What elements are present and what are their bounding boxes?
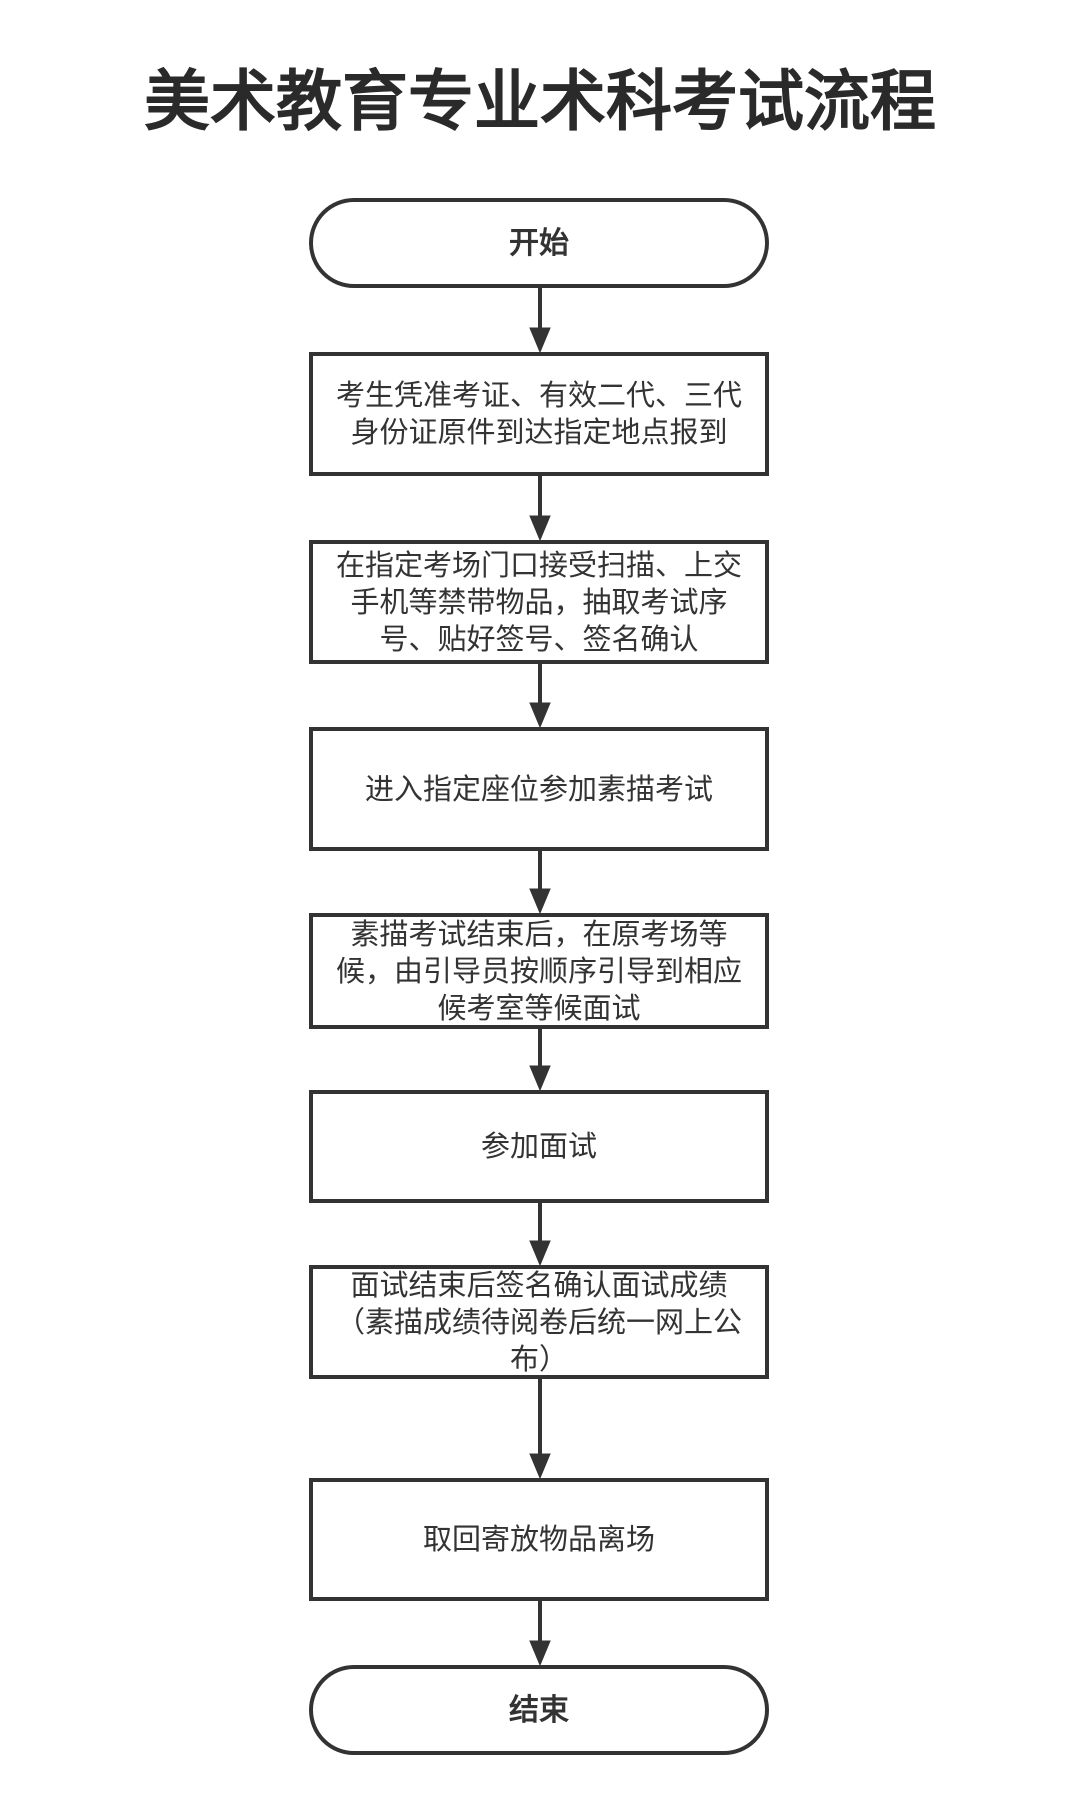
step-wait-interview: 素描考试结束后，在原考场等候，由引导员按顺序引导到相应候考室等候面试 <box>309 913 769 1029</box>
arrow-head-icon <box>529 888 551 915</box>
step-leave: 取回寄放物品离场 <box>309 1478 769 1601</box>
arrow-head-icon <box>529 515 551 542</box>
arrow-head-icon <box>529 702 551 729</box>
arrow-head-icon <box>529 1640 551 1667</box>
start-node: 开始 <box>309 198 769 288</box>
end-node: 结束 <box>309 1665 769 1755</box>
arrow-head-icon <box>529 327 551 354</box>
step-interview: 参加面试 <box>309 1090 769 1203</box>
arrow-head-icon <box>529 1065 551 1092</box>
arrow-head-icon <box>529 1240 551 1267</box>
step-confirm-score: 面试结束后签名确认面试成绩（素描成绩待阅卷后统一网上公布） <box>309 1265 769 1379</box>
page-title: 美术教育专业术科考试流程 <box>144 63 936 140</box>
arrow-head-icon <box>529 1453 551 1480</box>
step-check-in: 考生凭准考证、有效二代、三代身份证原件到达指定地点报到 <box>309 352 769 476</box>
step-sketch-exam: 进入指定座位参加素描考试 <box>309 727 769 851</box>
step-entry-scan: 在指定考场门口接受扫描、上交手机等禁带物品，抽取考试序号、贴好签号、签名确认 <box>309 540 769 664</box>
